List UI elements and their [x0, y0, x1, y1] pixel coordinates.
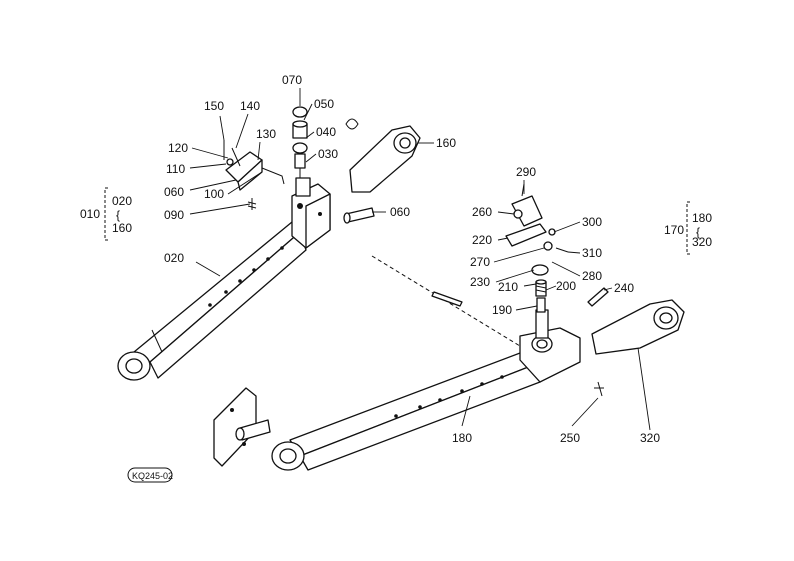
label-060b: 060 — [390, 205, 410, 219]
label-230: 230 — [470, 275, 490, 289]
pin-center — [431, 291, 463, 307]
bracket-right — [519, 309, 581, 383]
group-right-child2: 320 — [692, 235, 712, 249]
pin-left — [343, 207, 375, 224]
group-left-brace: { — [116, 208, 120, 222]
label-190: 190 — [492, 303, 512, 317]
label-250: 250 — [560, 431, 580, 445]
label-030: 030 — [318, 147, 338, 161]
group-bracket-right: 170 180 { 320 — [664, 201, 712, 255]
pin-right — [587, 287, 609, 307]
link-end-left — [345, 118, 421, 193]
label-240: 240 — [614, 281, 634, 295]
label-060a: 060 — [164, 185, 184, 199]
label-150: 150 — [204, 99, 224, 113]
label-270: 270 — [470, 255, 490, 269]
group-right-parent: 170 — [664, 223, 684, 237]
lever-right — [505, 183, 569, 253]
label-220: 220 — [472, 233, 492, 247]
label-260: 260 — [472, 205, 492, 219]
group-left-parent: 010 — [80, 207, 100, 221]
leader-lines — [189, 88, 651, 431]
label-110: 110 — [166, 162, 185, 176]
group-left-child1: 020 — [112, 194, 132, 208]
group-right-brace: { — [696, 225, 700, 239]
lever-left — [223, 140, 285, 210]
label-210: 210 — [498, 280, 518, 294]
figure-code-badge: KQ245-02 — [127, 467, 173, 483]
link-end-right — [591, 299, 685, 355]
label-300: 300 — [582, 215, 602, 229]
label-040: 040 — [316, 125, 336, 139]
label-160: 160 — [436, 136, 456, 150]
label-070: 070 — [282, 73, 302, 87]
label-280: 280 — [582, 269, 602, 283]
lower-link-left — [117, 221, 307, 381]
bracket-left — [291, 177, 331, 249]
lower-link-right — [271, 349, 541, 471]
group-right-child1: 180 — [692, 211, 712, 225]
label-200: 200 — [556, 279, 576, 293]
label-090: 090 — [164, 208, 184, 222]
label-120: 120 — [168, 141, 188, 155]
label-320: 320 — [640, 431, 660, 445]
label-310: 310 — [582, 246, 602, 260]
group-bracket-left: 010 020 { 160 — [80, 187, 132, 241]
label-290: 290 — [516, 165, 536, 179]
spring-stack-left — [292, 106, 308, 178]
label-140: 140 — [240, 99, 260, 113]
clip-250 — [594, 381, 604, 397]
part-labels: 070 050 040 030 150 140 130 120 110 060 … — [164, 73, 660, 445]
label-100: 100 — [204, 187, 224, 201]
spring-stack-right — [531, 264, 549, 313]
label-180: 180 — [452, 431, 472, 445]
mounting-plate — [213, 387, 271, 467]
label-130: 130 — [256, 127, 276, 141]
label-050: 050 — [314, 97, 334, 111]
figure-code: KQ245-02 — [132, 471, 173, 481]
group-left-child2: 160 — [112, 221, 132, 235]
label-020: 020 — [164, 251, 184, 265]
